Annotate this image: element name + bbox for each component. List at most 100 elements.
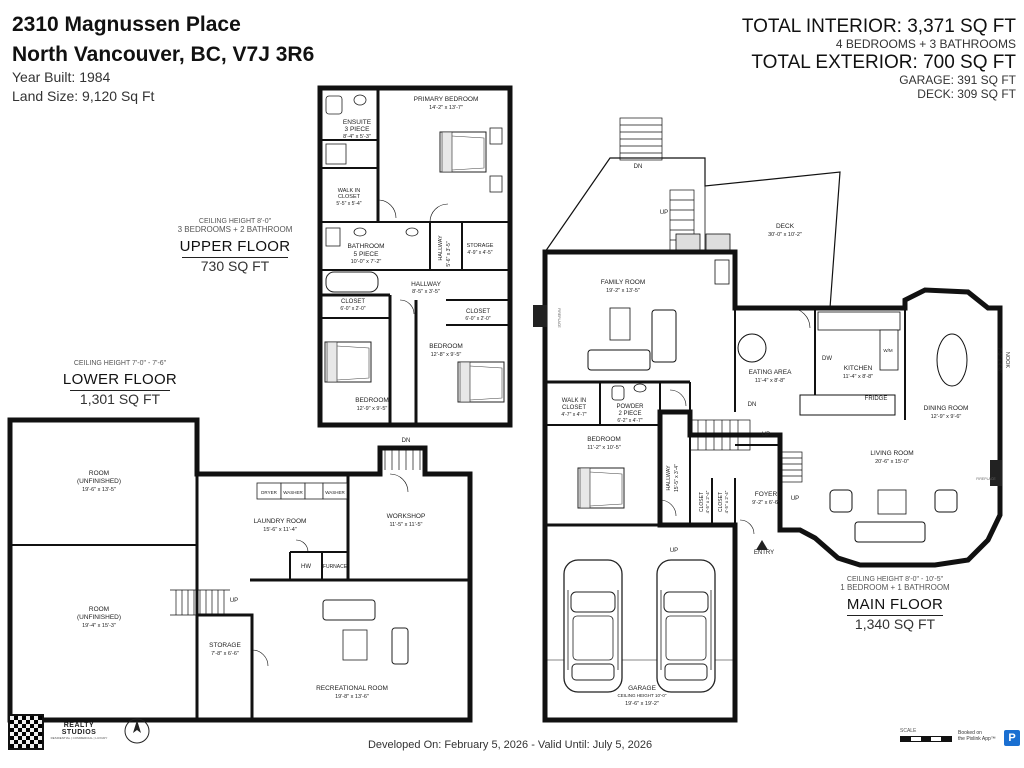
dining-room-dim: 12'-9" x 9'-6" xyxy=(931,414,962,420)
powder-dim: 6'-2" x 4'-7" xyxy=(617,418,642,424)
qr-code[interactable] xyxy=(8,714,44,750)
living-room-name: LIVING ROOM xyxy=(870,450,913,457)
scale-bar: SCALE xyxy=(900,728,952,742)
closet-b-name: CLOSET xyxy=(718,492,724,512)
room-bot-unfinished: (UNFINISHED) xyxy=(77,614,121,621)
upper-floor-label: CEILING HEIGHT 8'-0" 3 BEDROOMS + 2 BATH… xyxy=(160,218,310,274)
deck-up-label: UP xyxy=(660,210,668,216)
land-size: Land Size: 9,120 Sq Ft xyxy=(12,88,155,104)
closet-left-dim: 6'-0" x 2'-0" xyxy=(340,306,365,312)
garage-name: GARAGE xyxy=(628,685,656,692)
washer-label-2: WASHER xyxy=(325,490,345,495)
dryer-label: DRYER xyxy=(261,490,277,495)
dining-room-name: DINING ROOM xyxy=(924,405,969,412)
ensuite-pieces: 3 PIECE xyxy=(345,126,371,133)
ensuite-name: ENSUITE xyxy=(343,119,372,126)
main-ceiling-note: CEILING HEIGHT 8'-0" - 10'-5" xyxy=(846,576,944,583)
main-hallway-dim: 15'-5" x 3'-4" xyxy=(674,464,680,492)
fireplace-label-family: FIREPLACE xyxy=(557,308,561,328)
laundry-name: LAUNDRY ROOM xyxy=(254,518,307,525)
workshop-dim: 11'-5" x 11'-5" xyxy=(389,522,422,528)
closet-a-name: CLOSET xyxy=(699,492,705,512)
deck-dn-label: DN xyxy=(634,164,643,170)
upper-title-underline xyxy=(182,257,288,258)
lower-floor-sqft: 1,301 SQ FT xyxy=(79,391,161,407)
foyer-dim: 9'-2" x 6'-6" xyxy=(752,500,780,506)
rec-room-name: RECREATIONAL ROOM xyxy=(316,685,388,692)
closet-a-dim: 4'-5" x 2'-4" xyxy=(705,490,710,513)
bathroom-dim: 10'-0" x 7'-2" xyxy=(351,259,382,265)
main-walkin-dim: 4'-7" x 4'-7" xyxy=(561,412,586,418)
upper-room-labels: PRIMARY BEDROOM 14'-2" x 13'-7" ENSUITE … xyxy=(336,96,493,412)
primary-bedroom-dim: 14'-2" x 13'-7" xyxy=(429,105,463,111)
laundry-dim: 15'-6" x 11'-4" xyxy=(263,527,296,533)
living-room-dim: 20'-6" x 15'-0" xyxy=(875,459,909,465)
deck-area: DECK: 309 SQ FT xyxy=(917,87,1016,101)
eating-area-name: EATING AREA xyxy=(749,369,793,376)
bedroom-right-name: BEDROOM xyxy=(429,343,463,350)
bedroom-left-dim: 12'-9" x 9'-5" xyxy=(357,406,388,412)
rec-room-dim: 19'-8" x 13'-6" xyxy=(335,694,369,700)
deck-dim: 30'-0" x 10'-2" xyxy=(768,232,802,238)
lower-ceiling-note: CEILING HEIGHT 7'-0" - 7'-6" xyxy=(73,360,167,367)
main-floor-label: CEILING HEIGHT 8'-0" - 10'-5" 1 BEDROOM … xyxy=(825,576,965,632)
main-room-labels: DECK 30'-0" x 10'-2" FAMILY ROOM 19'-2" … xyxy=(557,164,1010,707)
hallway-h-name: HALLWAY xyxy=(411,281,442,288)
garage-dim: 19'-6" x 19'-2" xyxy=(625,701,659,707)
kitchen-name: KITCHEN xyxy=(844,365,873,372)
main-hallway-name: HALLWAY xyxy=(666,465,672,491)
lower-floor-label: CEILING HEIGHT 7'-0" - 7'-6" LOWER FLOOR… xyxy=(50,360,190,407)
upper-walkin-dim: 5'-5" x 5'-4" xyxy=(336,201,361,207)
wm-label: W/M xyxy=(883,348,892,353)
bathroom-name: BATHROOM xyxy=(347,243,384,250)
upper-floor-sqft: 730 SQ FT xyxy=(200,258,270,274)
dw-label: DW xyxy=(822,356,832,362)
upper-floor-plan xyxy=(317,85,513,428)
garage-area: GARAGE: 391 SQ FT xyxy=(899,73,1016,87)
lower-floor-title: LOWER FLOOR xyxy=(62,371,178,388)
booked-label: Booked on xyxy=(958,730,982,736)
upper-walkin-name: WALK IN xyxy=(338,188,360,194)
garage-ceiling: CEILING HEIGHT 10'-0" xyxy=(618,693,667,698)
room-bot-dim: 19'-4" x 15'-3" xyxy=(82,623,116,629)
upper-storage-dim: 4'-9" x 4'-5" xyxy=(467,250,492,256)
pixlink-logo-icon[interactable]: P xyxy=(1004,730,1020,746)
booked-sub: the Pixlink App™ xyxy=(958,736,996,742)
kitchen-dim: 11'-4" x 8'-8" xyxy=(843,374,873,380)
main-up-label: UP xyxy=(762,432,770,438)
scale-label: SCALE xyxy=(900,728,917,734)
bathroom-pieces: 5 PIECE xyxy=(354,251,380,258)
main-floor-title: MAIN FLOOR xyxy=(846,596,944,613)
north-arrow-icon xyxy=(124,718,150,744)
powder-pieces: 2 PIECE xyxy=(618,411,641,417)
washer-label-1: WASHER xyxy=(283,490,303,495)
company-logo: REALTY STUDIOS RESIDENTIAL | COMMERCIAL … xyxy=(48,722,110,740)
fridge-label: FRIDGE xyxy=(865,396,888,402)
bedroom-left-name: BEDROOM xyxy=(355,397,389,404)
upper-ceiling-note: CEILING HEIGHT 8'-0" xyxy=(198,218,272,225)
fireplace-label-living: FIREPLACE xyxy=(976,477,996,481)
powder-name: POWDER xyxy=(617,404,645,410)
pixlink-booking[interactable]: Booked on the Pixlink App™ xyxy=(958,730,996,742)
total-exterior: TOTAL EXTERIOR: 700 SQ FT xyxy=(751,52,1016,73)
upper-bed-bath-note: 3 BEDROOMS + 2 BATHROOM xyxy=(177,225,293,234)
upper-storage-name: STORAGE xyxy=(467,243,494,249)
hallway-h-dim: 8'-5" x 3'-5" xyxy=(412,289,440,295)
room-top-dim: 19'-6" x 13'-5" xyxy=(82,487,116,493)
upper-floor-title: UPPER FLOOR xyxy=(179,238,291,255)
foyer-up-label: UP xyxy=(791,496,799,502)
lower-storage-dim: 7'-8" x 6'-6" xyxy=(211,651,239,657)
lower-storage-name: STORAGE xyxy=(209,642,241,649)
developed-date: Developed On: February 5, 2026 - Valid U… xyxy=(367,739,653,751)
lower-up-label: UP xyxy=(230,598,238,604)
bedroom-right-dim: 12'-8" x 9'-5" xyxy=(431,352,462,358)
workshop-name: WORKSHOP xyxy=(387,513,426,520)
ensuite-dim: 8'-4" x 5'-3" xyxy=(343,134,371,140)
furnace-label: FURNACE xyxy=(323,564,348,570)
room-bot-name: ROOM xyxy=(89,606,109,613)
main-title-underline xyxy=(847,615,943,616)
company-sub: RESIDENTIAL | COMMERCIAL | LUXURY xyxy=(50,736,108,740)
closet-right-name: CLOSET xyxy=(466,309,490,315)
primary-bedroom-name: PRIMARY BEDROOM xyxy=(414,96,479,103)
